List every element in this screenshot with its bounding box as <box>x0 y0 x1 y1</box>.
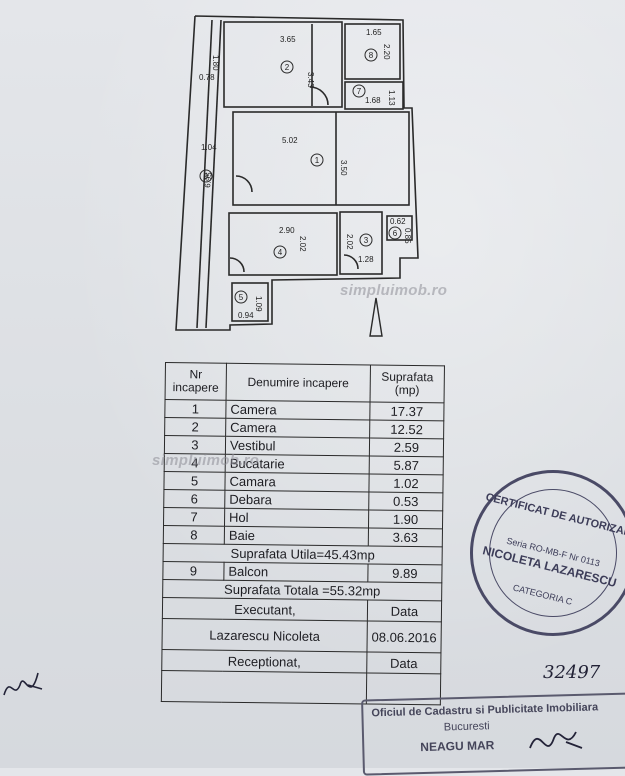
row-name: Camera <box>225 418 370 439</box>
row-nr: 2 <box>164 417 226 437</box>
area-table: Nr incapere Denumire incapere Suprafata … <box>161 362 445 705</box>
header-nr: Nr incapere <box>165 362 227 401</box>
header-area: Suprafata (mp) <box>369 365 445 403</box>
row-area: 12.52 <box>369 420 444 439</box>
executant-date: 08.06.2016 <box>366 620 442 653</box>
row-area: 17.37 <box>369 402 445 421</box>
room-number-6: 6 <box>393 229 398 238</box>
row-area: 1.90 <box>368 509 443 529</box>
row-area: 3.63 <box>368 527 443 547</box>
dim-balcony-top: 0.78 <box>199 73 215 82</box>
office-stamp-title: Oficiul de Cadastru si Publicitate Imobi… <box>371 701 599 720</box>
floor-plan: 1 2 3 4 5 6 7 8 9 3.65 3.43 1.65 2.20 1.… <box>175 15 419 337</box>
watermark-plan: simpluimob.ro <box>340 282 448 299</box>
dim-room5-width: 0.94 <box>238 311 254 320</box>
dim-room5-height: 1.09 <box>254 296 263 312</box>
row-nr: 8 <box>163 525 225 545</box>
office-stamp-name: NEAGU MAR <box>420 738 495 755</box>
row-name: Camara <box>224 472 370 492</box>
watermark-table: simpluimob.ro <box>152 452 260 469</box>
dim-room2-height: 3.43 <box>306 72 315 88</box>
row-name: Hol <box>224 508 369 528</box>
header-name: Denumire incapere <box>226 363 371 403</box>
handwritten-number: 32497 <box>543 662 601 683</box>
row-nr: 7 <box>163 507 225 527</box>
room-number-8: 8 <box>369 51 374 60</box>
signature-right <box>529 731 583 749</box>
executant-row: Lazarescu Nicoleta 08.06.2016 <box>161 618 442 653</box>
dim-balcony-length: 6.95 <box>203 171 214 188</box>
executant-name: Lazarescu Nicoleta <box>161 618 368 652</box>
dim-room8-height: 2.20 <box>382 44 391 60</box>
row-area: 5.87 <box>369 456 444 475</box>
signature-left <box>3 672 43 696</box>
room-number-7: 7 <box>357 87 362 96</box>
executant-label: Executant, <box>162 597 368 621</box>
row-nr: 5 <box>163 471 226 491</box>
row-nr: 1 <box>164 399 227 419</box>
room-number-3: 3 <box>364 236 369 245</box>
receptionat-signature-cell <box>161 670 367 704</box>
dim-room3-width: 1.28 <box>358 255 374 264</box>
row-area: 9.89 <box>367 563 443 583</box>
row-name: Baie <box>224 526 369 546</box>
row-name: Camera <box>225 400 370 421</box>
office-stamp-city: Bucuresti <box>443 720 490 734</box>
room-number-5: 5 <box>239 293 244 302</box>
row-name: Debara <box>224 490 369 510</box>
office-stamp: Oficiul de Cadastru si Publicitate Imobi… <box>361 692 625 776</box>
row-nr: 6 <box>163 489 225 509</box>
row-area: 1.02 <box>368 474 444 493</box>
dim-room4-width: 2.90 <box>279 226 295 235</box>
table-header-row: Nr incapere Denumire incapere Suprafata … <box>165 362 445 403</box>
row-name: Balcon <box>223 562 368 582</box>
receptionat-label: Receptionat, <box>161 649 367 673</box>
entrance-marker <box>369 297 383 337</box>
dim-balcony-top2: 1.80 <box>211 55 220 71</box>
dim-balcony-width: 1.04 <box>201 143 217 152</box>
dim-room6-a: 0.62 <box>390 217 406 226</box>
row-area: 2.59 <box>369 438 444 457</box>
dim-room7-width: 1.68 <box>365 96 381 105</box>
dim-room1-width: 5.02 <box>282 136 298 145</box>
dim-room3-height: 2.02 <box>345 234 354 250</box>
dim-room8-width: 1.65 <box>366 28 382 37</box>
dim-room6-b: 0.85 <box>403 228 412 244</box>
dim-room4-height: 2.02 <box>298 236 307 252</box>
dim-room1-height: 3.50 <box>339 160 348 176</box>
row-nr: 9 <box>162 561 225 581</box>
room-number-4: 4 <box>278 248 283 257</box>
room-number-2: 2 <box>285 63 290 72</box>
room-number-9: 9 <box>204 172 209 181</box>
receptionat-data-label: Data <box>366 651 441 674</box>
row-area: 0.53 <box>368 491 443 511</box>
dim-room2-width: 3.65 <box>280 35 296 44</box>
data-label: Data <box>367 599 442 622</box>
room-number-1: 1 <box>315 156 320 165</box>
dim-room7-height: 1.13 <box>387 90 396 106</box>
